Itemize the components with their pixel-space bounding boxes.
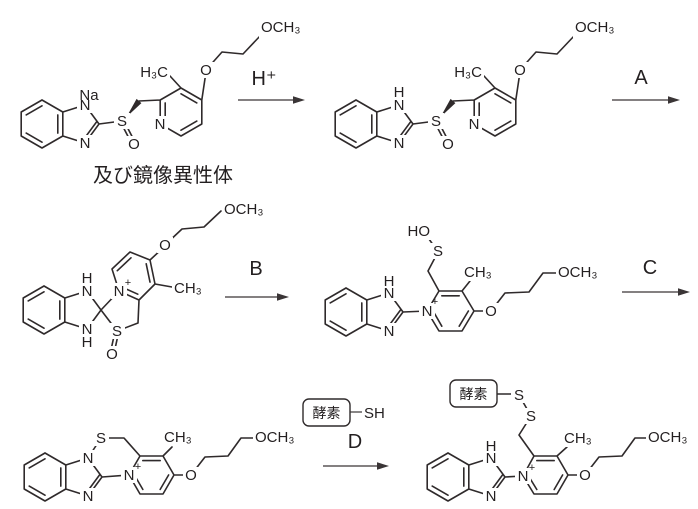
atom-label-nitrogen: N [83,488,94,505]
atom-label-sodium: Na [79,87,99,104]
atom-label-sulfur: S [96,430,106,447]
atom-label-hydrogen: H [82,270,93,287]
charge-plus: + [432,296,438,308]
atom-label-nitrogen: N [83,450,94,467]
atom-label-nitrogen-cation: N [422,303,433,320]
atom-label-oxygen: O [128,136,140,153]
atom-label-nitrogen-cation: N [518,468,529,485]
atom-label-nitrogen: N [384,323,395,340]
charge-plus: + [135,461,141,473]
atom-label-oxygen: O [514,62,526,79]
enzyme-label: 酵素 [313,405,341,421]
arrow-label-c: C [643,257,657,279]
atom-label-nitrogen: N [80,97,91,114]
structure-2-sulfoxide-free-base: H N N S O N H₃C O OCH₃ [334,19,616,153]
atom-label-sulfur: S [526,408,536,425]
atom-label-sulfur: S [433,243,443,260]
enzyme-box [449,379,498,408]
atom-label-oxygen: O [485,303,497,320]
atom-label-nitrogen: N [486,450,497,467]
reaction-arrow-step1: H⁺ [238,68,305,104]
reaction-arrow-step3: B [225,258,289,301]
atom-label-sulfur: S [431,113,441,130]
atom-label-methoxy: OCH₃ [224,201,263,218]
arrow-label-d: D [348,431,362,453]
atom-label-sulfur: S [117,113,127,130]
atom-label-hydrogen: H [394,84,405,101]
atom-label-hydrogen: H [82,334,93,351]
charge-plus: + [125,277,131,289]
atom-label-methyl: CH₃ [174,280,202,297]
reaction-arrow-step4: C [622,257,690,296]
atom-label-oxygen: O [159,237,171,254]
atom-label-nitrogen: N [486,488,497,505]
arrow-label-a: A [634,67,648,89]
structure-4-sulfenic-acid: H N N N + HO S CH₃ O OCH₃ [324,223,599,340]
atom-label-hydrogen: H [486,438,497,455]
atom-label-methoxy: OCH₃ [648,429,687,446]
reaction-arrow-step5: 酵素 SH D [302,398,389,470]
arrow-label-b: B [249,258,262,280]
atom-label-methyl: CH₃ [464,264,492,281]
arrow-label-h-plus: H⁺ [252,68,277,90]
atom-label-methyl: CH₃ [164,429,192,446]
atom-label-methyl: CH₃ [564,430,592,447]
atom-label-methoxy: OCH₃ [575,19,614,36]
atom-label-oxygen: O [185,467,197,484]
atom-label-nitrogen: N [384,285,395,302]
atom-label-hydroxyl: HO [408,223,431,240]
caption-enantiomers: 及び鏡像異性体 [93,164,233,187]
structure-1-sulfoxide-sodium-salt: Na N N S O N H₃C O OCH₃ 及び鏡像異性体 [20,19,302,187]
atom-label-methyl: H₃C [140,64,168,81]
atom-label-methyl: H₃C [454,64,482,81]
atom-label-oxygen: O [442,136,454,153]
atom-label-hydrogen: H [384,273,395,290]
atom-label-sulfur: S [112,323,122,340]
atom-label-sulfur: S [514,387,524,404]
atom-label-nitrogen-cation: N [124,467,135,484]
atom-label-nitrogen: N [82,283,93,300]
reaction-arrow-step2: A [612,67,680,104]
atom-label-thiol: SH [364,405,385,422]
atom-label-nitrogen: N [394,135,405,152]
atom-label-nitrogen-cation: N [114,283,125,300]
atom-label-nitrogen: N [155,116,166,133]
atom-label-nitrogen: N [80,135,91,152]
atom-label-nitrogen: N [82,321,93,338]
atom-label-nitrogen: N [469,116,480,133]
atom-label-oxygen: O [579,467,591,484]
structure-5-cyclic-sulfenamide: N N S N + CH₃ O OCH₃ [23,429,296,505]
atom-label-oxygen: O [106,346,118,363]
charge-plus: + [529,462,535,474]
atom-label-methoxy: OCH₃ [558,264,597,281]
atom-label-nitrogen: N [394,97,405,114]
atom-label-methoxy: OCH₃ [255,429,294,446]
structure-3-spiro-intermediate: H N N H N + S O CH₃ O OCH₃ [22,201,265,363]
atom-label-methoxy: OCH₃ [261,19,300,36]
atom-label-oxygen: O [200,62,212,79]
enzyme-label: 酵素 [460,386,488,402]
structure-6-enzyme-disulfide-conjugate: 酵素 S S H N N N + CH₃ O OCH₃ [426,379,689,505]
